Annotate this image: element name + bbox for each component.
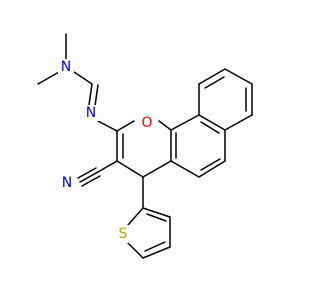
bond-o-c8a [158,120,172,131]
sulfur-label-bg [115,225,131,243]
nitrile-nitrogen-label: N [62,175,72,191]
bond-thiophene-c5-s [127,242,144,259]
bond-ch-nimine-b [94,84,99,107]
bond-c8a-c10a [170,114,200,131]
imine-n-label-bg [83,105,99,121]
bond-c4a-c5 [170,160,200,178]
bond-c9-c8 [224,68,253,85]
bond-c2-o [116,120,135,132]
bond-c6a-c10a-b [200,121,220,134]
imine-nitrogen-label: N [86,105,96,121]
bond-nimine-c2 [97,120,118,132]
bond-thiophene-c4-c5-a [142,246,171,259]
thiophene-sulfur-label: S [119,226,128,242]
bond-thiophene-c4-c5-b [144,241,166,252]
bond-thiophene-s-c2 [127,207,144,226]
bond-c5-c6-a [198,160,226,178]
amine-n-label-bg [58,59,74,75]
bond-methyl-lower [37,71,60,85]
bond-triple-b [77,167,97,179]
bond-triple-a [79,171,99,183]
nitrile-n-label-bg [59,175,75,191]
bond-c4-c4a [142,160,172,178]
bond-c3-cn [97,160,118,173]
bond-c10-c9-b [204,76,225,89]
bond-c6a-c10a-a [198,114,226,131]
bond-thiophene-c2-c3 [142,207,171,218]
bond-c3-c4 [116,160,144,178]
bond-c7-c6a [224,114,253,131]
bond-thiophene-c2-c3-double [146,213,167,222]
bond-c10-c9-a [198,68,226,85]
bond-ch-nimine-a [88,83,93,106]
chemical-structure-diagram: N N O N S [37,33,253,259]
amine-nitrogen-label: N [61,59,71,75]
structure-canvas: N N O N S [37,33,253,259]
bond-triple-c [81,175,101,187]
bond-n-ch [73,71,93,85]
oxygen-label-bg [136,114,158,132]
bond-c5-c6-b [200,158,221,171]
ring-oxygen-label: O [141,115,152,131]
